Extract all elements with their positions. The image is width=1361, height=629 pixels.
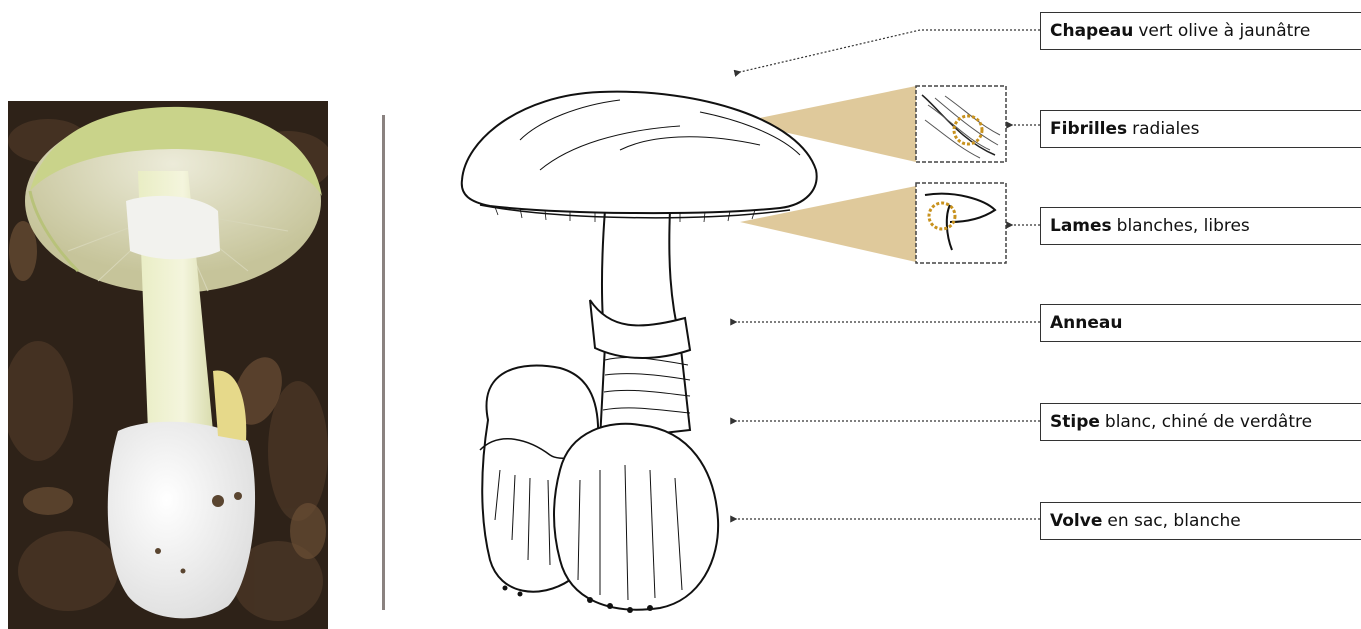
label-chapeau: Chapeau vert olive à jaunâtre: [1040, 12, 1361, 50]
desc-fibrilles: radiales: [1132, 119, 1199, 139]
desc-volve: en sac, blanche: [1107, 511, 1240, 531]
label-lames: Lames blanches, libres: [1040, 207, 1361, 245]
mushroom-line-illustration: [430, 0, 1050, 628]
term-anneau: Anneau: [1050, 313, 1122, 333]
desc-chapeau: vert olive à jaunâtre: [1138, 21, 1310, 41]
label-stipe: Stipe blanc, chiné de verdâtre: [1040, 403, 1361, 441]
divider-line: [382, 115, 385, 610]
term-fibrilles: Fibrilles: [1050, 119, 1127, 139]
term-volve: Volve: [1050, 511, 1102, 531]
label-volve: Volve en sac, blanche: [1040, 502, 1361, 540]
label-anneau: Anneau: [1040, 304, 1361, 342]
mushroom-photo: [8, 101, 328, 629]
desc-lames: blanches, libres: [1117, 216, 1250, 236]
chapeau-drawing: [462, 92, 817, 222]
term-stipe: Stipe: [1050, 412, 1100, 432]
fibrilles-detail-icon: [916, 86, 1006, 162]
desc-stipe: blanc, chiné de verdâtre: [1105, 412, 1312, 432]
term-lames: Lames: [1050, 216, 1112, 236]
lames-detail-icon: [916, 183, 1006, 263]
term-chapeau: Chapeau: [1050, 21, 1133, 41]
stipe-drawing: [590, 210, 690, 440]
label-fibrilles: Fibrilles radiales: [1040, 110, 1361, 148]
